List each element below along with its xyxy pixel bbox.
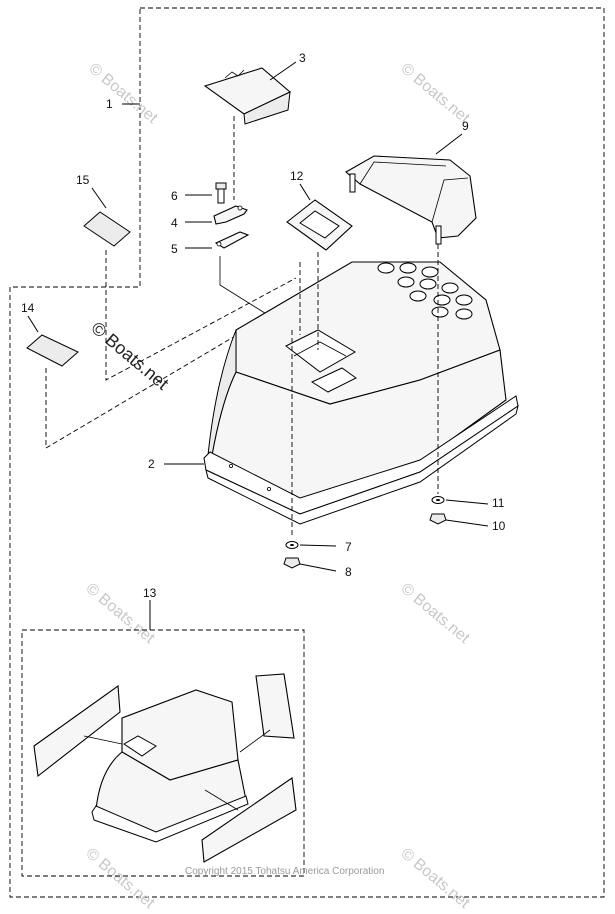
part-15-decal	[83, 187, 131, 247]
watermark-text: © Boats.net	[85, 60, 161, 127]
callout-11: 11	[492, 496, 505, 510]
callout-12: 12	[290, 169, 304, 183]
callout-7: 7	[345, 540, 352, 554]
watermark-text: © Boats.net	[397, 580, 473, 647]
watermark-text: © Boats.net	[397, 845, 473, 909]
part-6-bolt	[185, 182, 227, 204]
callout-14: 14	[21, 301, 35, 315]
part-3-plate	[203, 61, 297, 125]
watermark-text: © Boats.net	[397, 60, 473, 127]
callout-3: 3	[299, 51, 306, 65]
part-7-washer	[285, 541, 337, 549]
part-11-washer	[431, 496, 489, 505]
part-4-clip	[185, 205, 248, 225]
part-9-rear-cover	[345, 133, 477, 245]
callout-1: 1	[106, 97, 113, 111]
part-5-bracket	[185, 231, 250, 249]
callout-9: 9	[462, 119, 469, 133]
part-14-decal	[26, 315, 79, 367]
callout-4: 4	[171, 216, 178, 230]
part-10-nut	[429, 513, 489, 527]
part-13-decal-kit-boundary	[21, 629, 305, 877]
callout-2: 2	[148, 457, 155, 471]
callout-6: 6	[171, 189, 178, 203]
assembly-boundary	[9, 7, 605, 898]
callout-15: 15	[76, 173, 90, 187]
callout-labels: 1 2 3 4 5 6 7 8 9 10 11 12 13 14 15	[21, 51, 506, 600]
callout-5: 5	[171, 242, 178, 256]
watermark-text: © Boats.net	[82, 845, 158, 909]
part-12-grommet	[286, 183, 353, 251]
part-13-decal-kit	[33, 673, 297, 863]
callout-8: 8	[345, 565, 352, 579]
watermark-strong: © Boats.net	[87, 318, 172, 394]
part-8-nut	[283, 557, 337, 572]
callout-10: 10	[492, 519, 506, 533]
copyright-text: Copyright 2015 Tohatsu America Corporati…	[185, 866, 384, 877]
callout-13: 13	[143, 586, 157, 600]
part-2-engine-cowl	[164, 261, 519, 525]
